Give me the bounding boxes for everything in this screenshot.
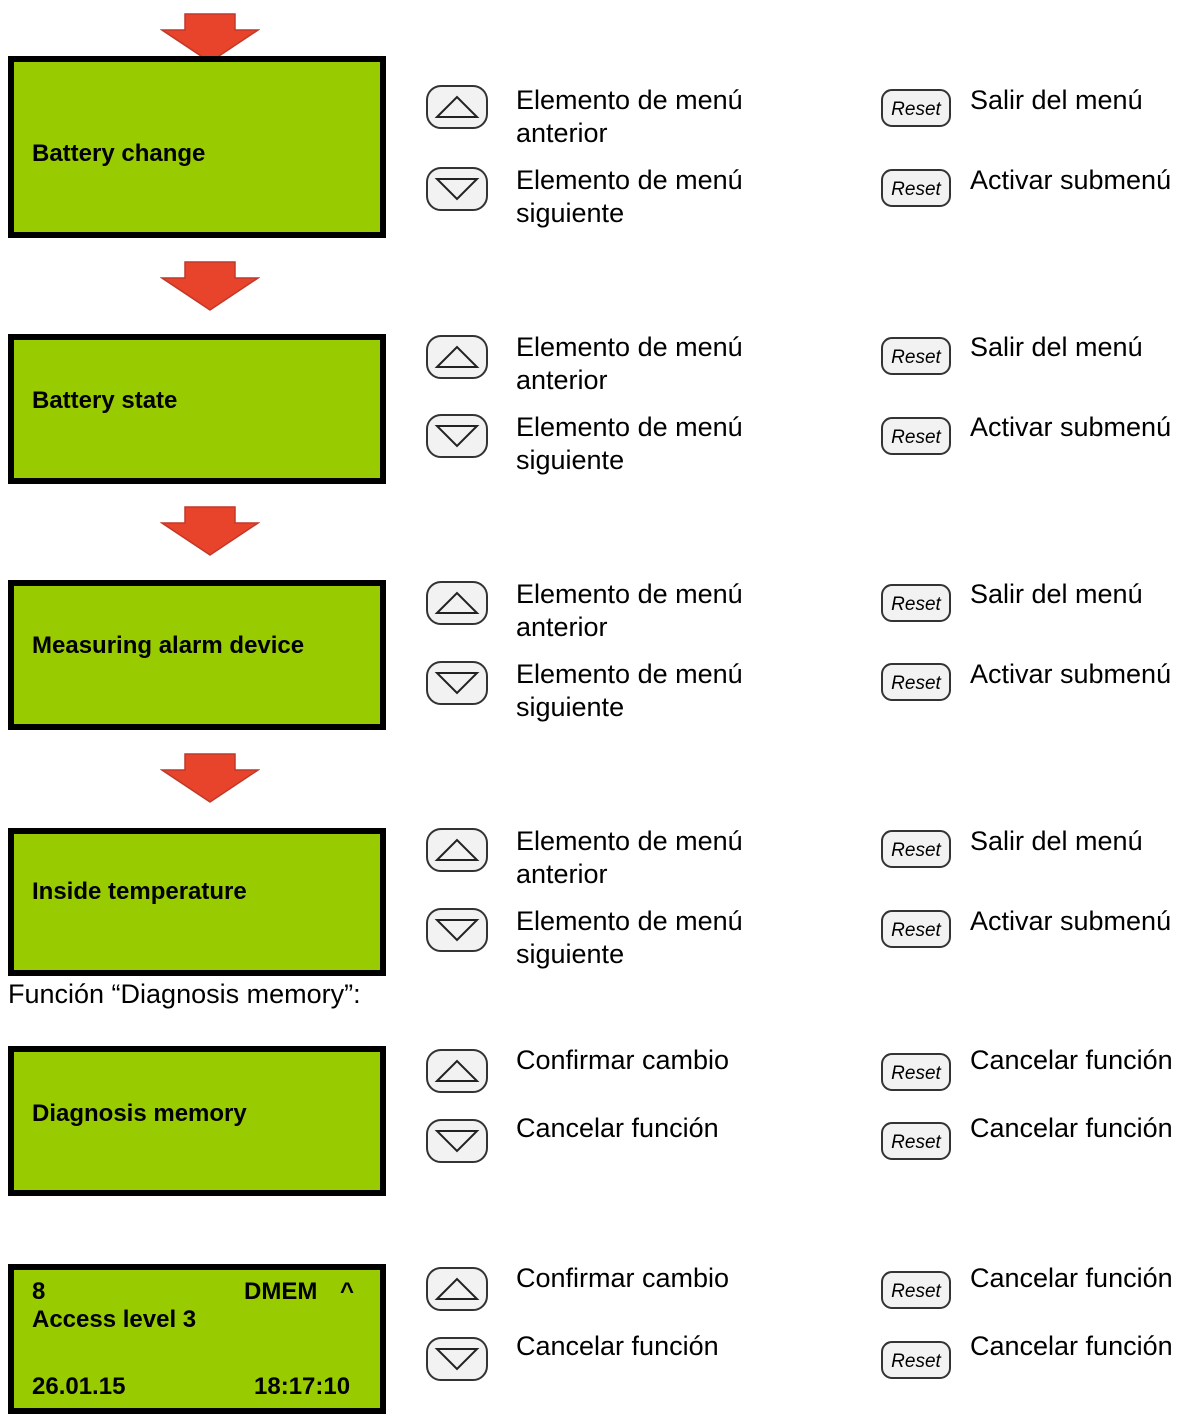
down-key-icon[interactable]: [425, 413, 489, 459]
reset-key-icon[interactable]: Reset: [880, 416, 952, 456]
flow-arrow-down-icon: [160, 13, 260, 63]
reset-bottom-label: Activar submenú: [970, 412, 1172, 442]
lcd-screen-measuring-alarm-device: Measuring alarm device: [8, 580, 386, 730]
reset-key-icon[interactable]: Reset: [880, 168, 952, 208]
lcd-title: Diagnosis memory: [32, 1100, 247, 1127]
dmem-date: 26.01.15: [32, 1373, 126, 1400]
reset-top-label: Salir del menú: [970, 332, 1143, 362]
dmem-entry-number: 8: [32, 1278, 46, 1305]
svg-text:Reset: Reset: [891, 920, 941, 941]
lcd-screen-diagnosis-memory: Diagnosis memory: [8, 1046, 386, 1196]
svg-text:Reset: Reset: [891, 99, 941, 120]
flow-arrow-down-icon: [160, 753, 260, 803]
svg-text:Reset: Reset: [891, 1063, 941, 1084]
reset-bottom-label: Cancelar función: [970, 1331, 1173, 1361]
lcd-title: Battery state: [32, 387, 178, 414]
reset-bottom-label: Activar submenú: [970, 659, 1172, 689]
lcd-title: Battery change: [32, 140, 206, 167]
flow-arrow-down-icon: [160, 506, 260, 556]
scroll-up-indicator: ^: [340, 1278, 355, 1305]
reset-key-icon[interactable]: Reset: [880, 1270, 952, 1310]
svg-text:Reset: Reset: [891, 1351, 941, 1372]
lcd-screen-inside-temperature: Inside temperature: [8, 828, 386, 976]
reset-key-icon[interactable]: Reset: [880, 88, 952, 128]
down-key-label: Cancelar función: [516, 1113, 719, 1143]
up-key-icon[interactable]: [425, 580, 489, 626]
down-key-icon[interactable]: [425, 1118, 489, 1164]
reset-key-icon[interactable]: Reset: [880, 662, 952, 702]
reset-key-icon[interactable]: Reset: [880, 1340, 952, 1380]
svg-text:Reset: Reset: [891, 1281, 941, 1302]
flow-arrow-down-icon: [160, 261, 260, 311]
reset-key-icon[interactable]: Reset: [880, 336, 952, 376]
reset-top-label: Salir del menú: [970, 85, 1143, 115]
svg-text:Reset: Reset: [891, 427, 941, 448]
reset-top-label: Cancelar función: [970, 1263, 1173, 1293]
svg-text:Reset: Reset: [891, 594, 941, 615]
reset-key-icon[interactable]: Reset: [880, 1052, 952, 1092]
up-key-label: Confirmar cambio: [516, 1045, 730, 1075]
reset-bottom-label: Activar submenú: [970, 165, 1172, 195]
up-key-icon[interactable]: [425, 1048, 489, 1094]
svg-text:Reset: Reset: [891, 179, 941, 200]
reset-top-label: Salir del menú: [970, 579, 1143, 609]
reset-bottom-label: Activar submenú: [970, 906, 1172, 936]
up-key-icon[interactable]: [425, 334, 489, 380]
lcd-screen-dmem: 8 DMEM ^ Access level 3 26.01.15 18:17:1…: [8, 1264, 386, 1414]
up-key-icon[interactable]: [425, 1266, 489, 1312]
down-key-icon[interactable]: [425, 660, 489, 706]
up-key-label: Confirmar cambio: [516, 1263, 730, 1293]
lcd-screen-battery-state: Battery state: [8, 334, 386, 484]
dmem-time: 18:17:10: [254, 1373, 351, 1400]
down-key-icon[interactable]: [425, 1336, 489, 1382]
reset-key-icon[interactable]: Reset: [880, 829, 952, 869]
reset-top-label: Salir del menú: [970, 826, 1143, 856]
lcd-title: Measuring alarm device: [32, 632, 305, 659]
reset-key-icon[interactable]: Reset: [880, 583, 952, 623]
reset-top-label: Cancelar función: [970, 1045, 1173, 1075]
svg-text:Reset: Reset: [891, 840, 941, 861]
svg-text:Reset: Reset: [891, 347, 941, 368]
up-key-icon[interactable]: [425, 84, 489, 130]
svg-text:Reset: Reset: [891, 673, 941, 694]
section-caption: Función “Diagnosis memory”:: [8, 979, 361, 1009]
dmem-access-level: Access level 3: [32, 1306, 197, 1333]
dmem-mode-label: DMEM: [244, 1278, 318, 1305]
down-key-icon[interactable]: [425, 166, 489, 212]
lcd-screen-battery-change: Battery change: [8, 56, 386, 238]
down-key-label: Cancelar función: [516, 1331, 719, 1361]
down-key-icon[interactable]: [425, 907, 489, 953]
up-key-icon[interactable]: [425, 827, 489, 873]
reset-key-icon[interactable]: Reset: [880, 909, 952, 949]
svg-text:Reset: Reset: [891, 1132, 941, 1153]
reset-bottom-label: Cancelar función: [970, 1113, 1173, 1143]
reset-key-icon[interactable]: Reset: [880, 1121, 952, 1161]
lcd-title: Inside temperature: [32, 878, 247, 905]
